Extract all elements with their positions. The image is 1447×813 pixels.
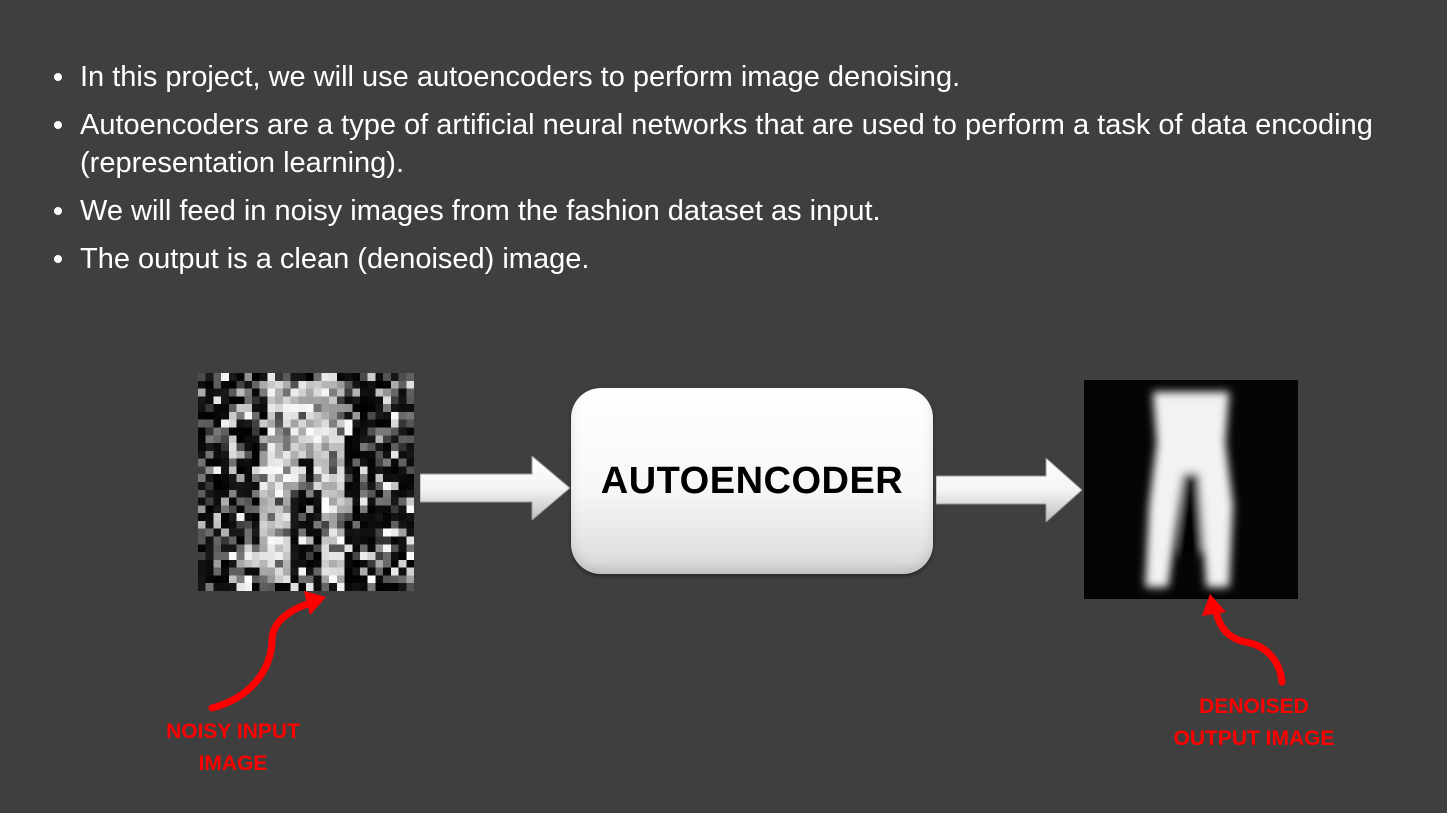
bullet-dot-icon — [54, 255, 62, 263]
autoencoder-box: AUTOENCODER — [571, 388, 933, 574]
curved-pointer-arrow-icon — [208, 591, 326, 712]
bullet-dot-icon — [54, 73, 62, 81]
bullet-dot-icon — [54, 207, 62, 215]
bullet-item: In this project, we will use autoencoder… — [50, 58, 1390, 96]
bullet-dot-icon — [54, 121, 62, 129]
bullet-item: We will feed in noisy images from the fa… — [50, 192, 1390, 230]
bullet-text: Autoencoders are a type of artificial ne… — [80, 109, 1373, 179]
bullet-item: Autoencoders are a type of artificial ne… — [50, 106, 1390, 182]
curved-pointer-arrow-icon — [1202, 594, 1286, 686]
noisy-input-caption: NOISY INPUT IMAGE — [166, 720, 300, 775]
right-arrow-icon — [936, 458, 1082, 522]
denoised-output-caption: DENOISED OUTPUT IMAGE — [1173, 695, 1335, 750]
bullet-item: The output is a clean (denoised) image. — [50, 240, 1390, 278]
noisy-input-image — [198, 373, 414, 591]
right-arrow-icon — [420, 456, 570, 520]
bullet-text: We will feed in noisy images from the fa… — [80, 195, 881, 227]
denoised-output-image — [1084, 380, 1298, 599]
bullet-text: The output is a clean (denoised) image. — [80, 243, 590, 275]
bullet-list: In this project, we will use autoencoder… — [50, 58, 1390, 288]
autoencoder-label: AUTOENCODER — [600, 459, 904, 502]
bullet-text: In this project, we will use autoencoder… — [80, 61, 961, 93]
